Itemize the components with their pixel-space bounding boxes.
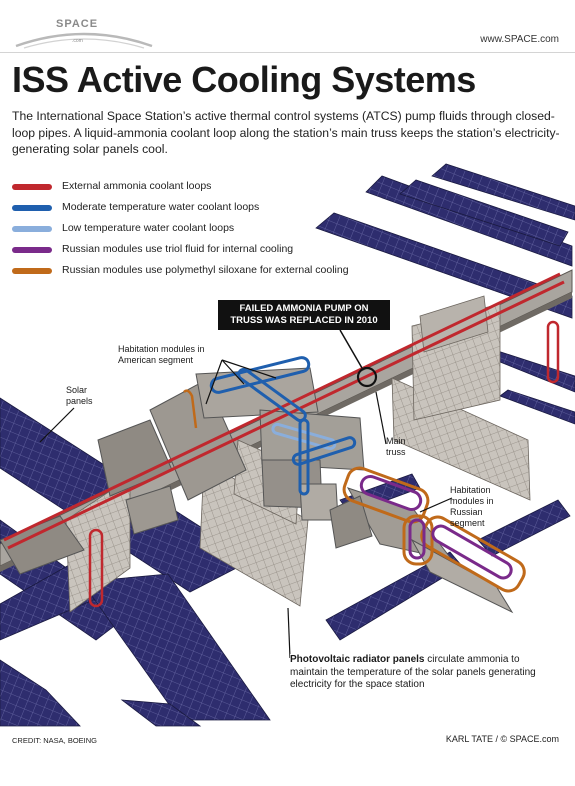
legend-swatch [12, 226, 52, 232]
legend-swatch [12, 184, 52, 190]
legend-swatch [12, 205, 52, 211]
legend-swatch [12, 247, 52, 253]
space-logo [15, 32, 153, 49]
legend-label: Moderate temperature water coolant loops [62, 201, 260, 213]
hab-ru-line4: segment [450, 518, 485, 528]
page-title: ISS Active Cooling Systems [12, 59, 476, 100]
legend-label: External ammonia coolant loops [62, 180, 212, 192]
failed-pump-callout: FAILED AMMONIA PUMP ON TRUSS WAS REPLACE… [218, 300, 390, 330]
legend-swatch [12, 268, 52, 274]
hab-us-line2: American segment [118, 355, 194, 365]
legend-label: Russian modules use triol fluid for inte… [62, 243, 294, 255]
credit-left: CREDIT: NASA, BOEING [12, 736, 98, 745]
coolant-loops [3, 272, 565, 608]
credit-right: KARL TATE / © SPACE.com [445, 734, 559, 744]
main-truss-label: Main truss [386, 436, 406, 458]
solar-array-upper-right [315, 163, 575, 425]
logo-suffix: .com [72, 38, 83, 44]
us-habitation-label: Habitation modules in American segment [118, 344, 205, 366]
pv-radiator-caption: Photovoltaic radiator panels circulate a… [290, 654, 550, 692]
pv-caption-body: circulate ammonia to maintain the temper… [290, 654, 536, 690]
legend-label: Russian modules use polymethyl siloxane … [62, 264, 349, 276]
site-url: www.SPACE.com [480, 34, 559, 45]
pv-caption-lead: Photovoltaic radiator panels [290, 654, 425, 665]
truss-line1: Main [386, 436, 406, 446]
hab-ru-line3: Russian [450, 507, 483, 517]
solar-label-line1: Solar [66, 385, 88, 395]
leader-lines [39, 359, 453, 659]
legend-label: Low temperature water coolant loops [62, 222, 235, 234]
solar-panels-label: Solar panels [66, 385, 93, 407]
russian-habitation-label: Habitation modules in Russian segment [450, 485, 494, 529]
truss-line2: truss [386, 447, 406, 457]
failed-pump-marker [356, 366, 378, 388]
failed-pump-line2: TRUSS WAS REPLACED IN 2010 [230, 315, 378, 326]
failed-pump-line1: FAILED AMMONIA PUMP ON [239, 303, 369, 314]
hab-ru-line2: modules in [450, 496, 494, 506]
hab-ru-line1: Habitation [450, 485, 491, 495]
header-divider [0, 52, 575, 53]
hab-us-line1: Habitation modules in [118, 344, 205, 354]
russian-modules [329, 487, 514, 614]
solar-label-line2: panels [66, 396, 93, 406]
logo-text: SPACE [56, 18, 99, 30]
intro-paragraph: The International Space Station’s active… [12, 109, 560, 156]
